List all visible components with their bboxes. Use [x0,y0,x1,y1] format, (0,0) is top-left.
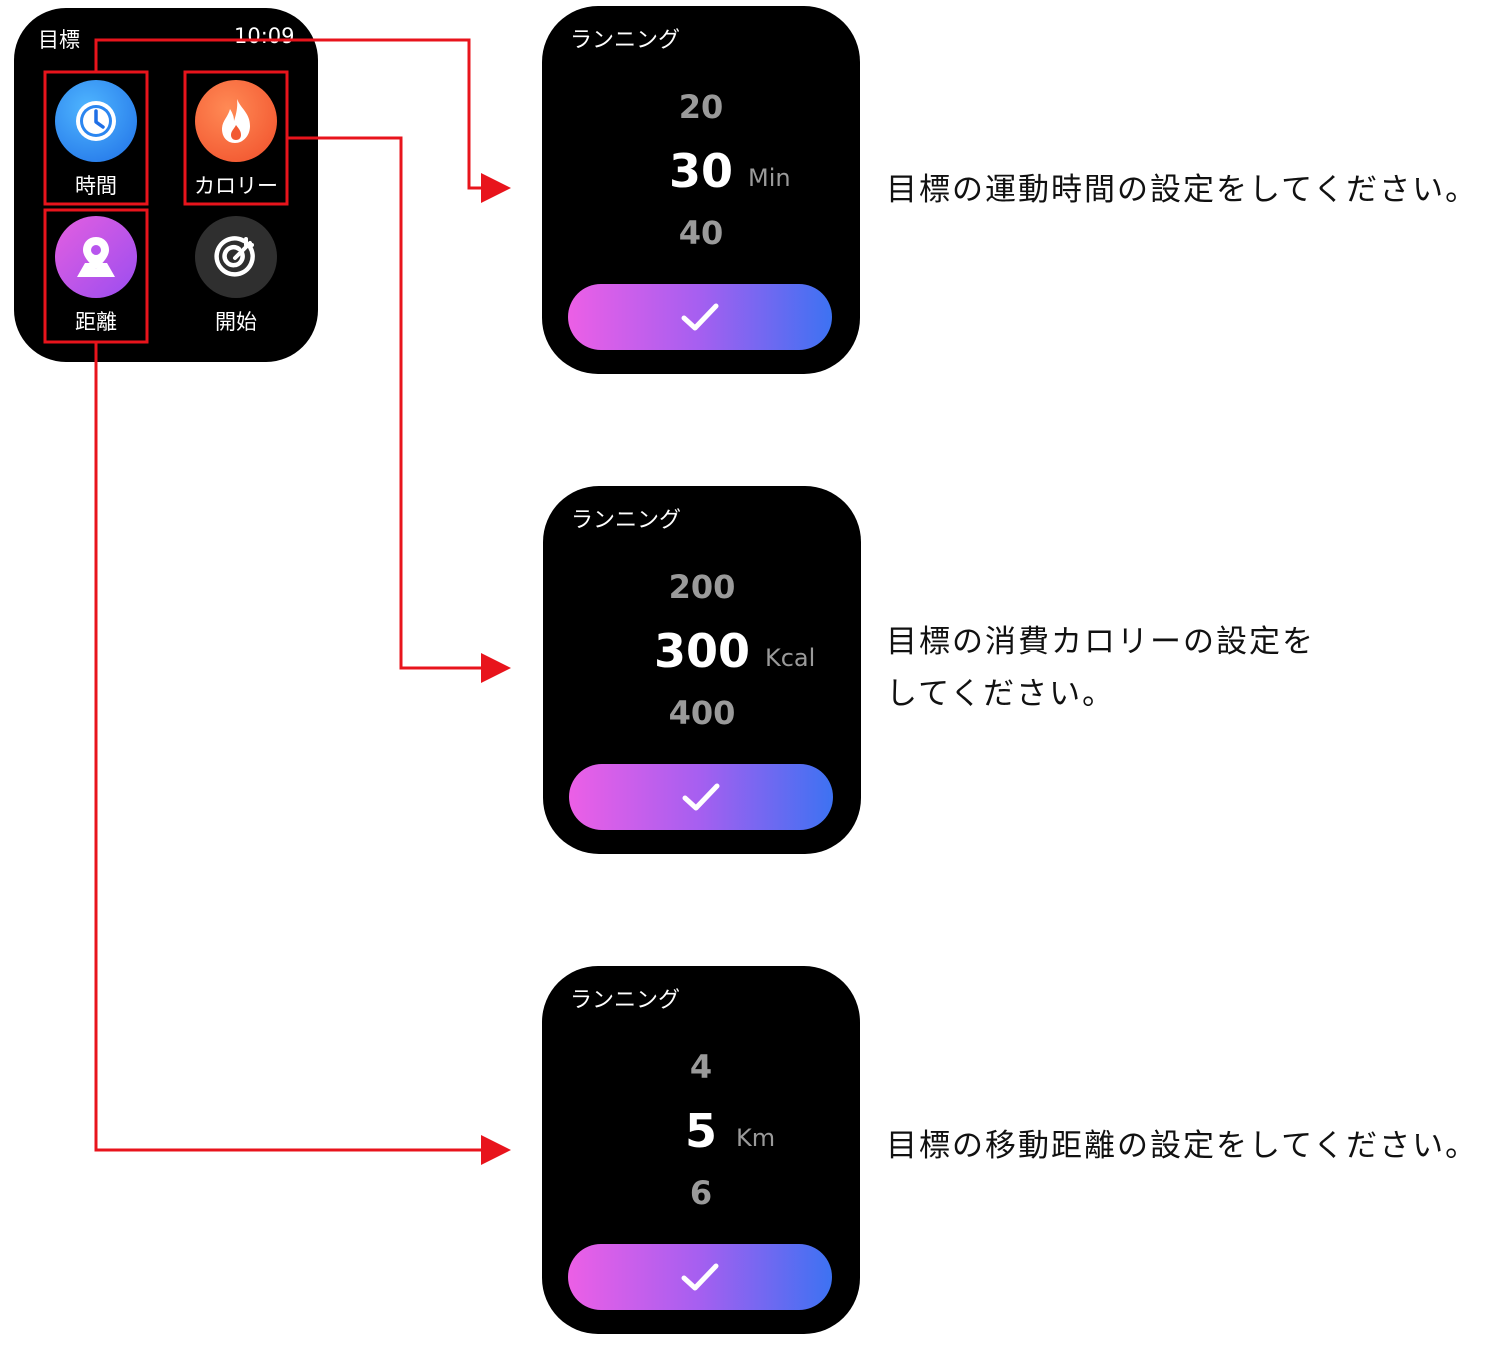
watch-time: 10:09 [234,24,295,48]
arrow-to-distance-picker [94,342,511,1165]
confirm-button[interactable] [568,1244,832,1310]
arrow-to-calorie-picker [287,136,511,683]
target-icon [195,216,277,298]
picker-current-value[interactable]: 30 [668,144,733,198]
location-pin-icon [55,216,137,298]
picker-prev-value[interactable]: 200 [668,568,736,606]
calorie-description-line1: 目標の消費カロリーの設定を [886,624,1315,660]
picker-title: ランニング [571,508,682,533]
time-description: 目標の運動時間の設定をしてください。 [886,172,1479,208]
confirm-button[interactable] [569,764,833,830]
tile-start[interactable]: 開始 [186,216,286,336]
time-picker-screen: ランニング 20 30 Min 40 [542,6,860,374]
highlight-distance-tile [43,208,149,344]
flame-icon [195,80,277,162]
goal-watch-screen: 目標 10:09 時間 カロリー [14,8,318,362]
distance-description: 目標の移動距離の設定をしてください。 [886,1128,1479,1164]
watch-title: 目標 [38,28,80,52]
tile-time[interactable]: 時間 [46,80,146,200]
picker-current-value[interactable]: 300 [653,624,751,678]
tile-distance[interactable]: 距離 [46,216,146,336]
picker-current-value[interactable]: 5 [684,1104,717,1158]
picker-next-value[interactable]: 6 [689,1174,713,1212]
picker-next-value[interactable]: 400 [668,694,736,732]
tile-distance-label: 距離 [75,310,117,334]
distance-picker-screen: ランニング 4 5 Km 6 [542,966,860,1334]
tile-time-label: 時間 [75,174,117,198]
check-icon [681,303,719,331]
tile-calorie-label: カロリー [194,174,278,198]
picker-title: ランニング [570,988,681,1013]
check-icon [681,1263,719,1291]
connector-arrows [94,38,511,1165]
picker-unit: Kcal [765,644,816,672]
arrow-to-time-picker [94,38,511,203]
picker-next-value[interactable]: 40 [678,214,724,252]
calorie-picker-screen: ランニング 200 300 Kcal 400 [543,486,861,854]
tile-calorie[interactable]: カロリー [186,80,286,200]
calorie-description-line2: してください。 [886,676,1116,712]
confirm-button[interactable] [568,284,832,350]
picker-prev-value[interactable]: 4 [689,1048,713,1086]
highlight-time-tile [43,70,149,206]
picker-unit: Min [748,164,791,192]
check-icon [682,783,720,811]
picker-unit: Km [736,1124,776,1152]
picker-prev-value[interactable]: 20 [678,88,724,126]
clock-icon [55,80,137,162]
tile-start-label: 開始 [215,310,257,334]
highlight-calorie-tile [183,70,289,206]
highlight-boxes [43,70,289,344]
picker-title: ランニング [570,28,681,53]
